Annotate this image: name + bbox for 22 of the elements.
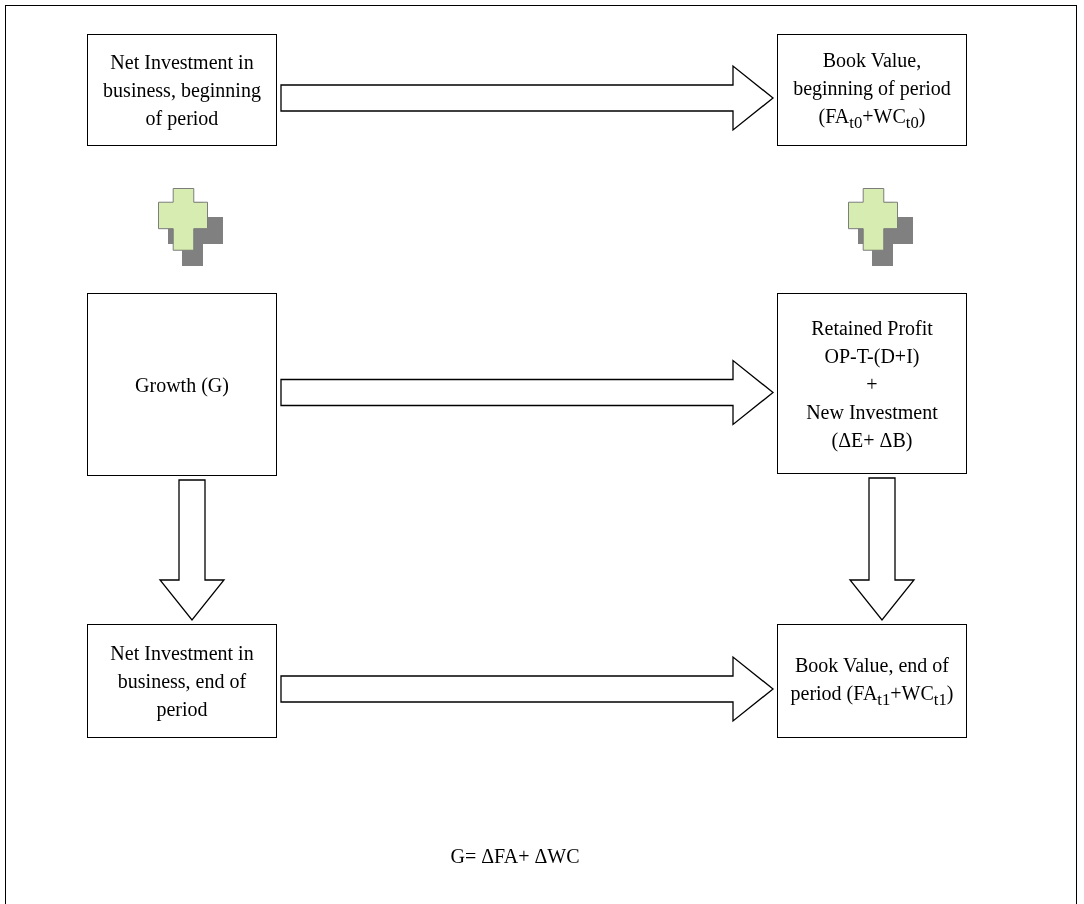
block-arrow bbox=[280, 359, 775, 426]
process-box bbox=[87, 624, 277, 738]
box-text: (ΔE+ ΔB) bbox=[831, 427, 913, 454]
block-arrow bbox=[280, 655, 775, 723]
block-arrow bbox=[848, 477, 916, 622]
box-text: Net Investment in business, end of period bbox=[109, 641, 255, 723]
box-text: Book Value, end of period (FA$_{t1}$+WC$_{t1}$) bbox=[789, 652, 955, 711]
formula-text: G= ΔFA+ ΔWC bbox=[450, 845, 580, 868]
box-text: Net Investment in business, beginning of period bbox=[102, 50, 262, 132]
box-text: Retained Profit bbox=[811, 315, 933, 341]
process-box bbox=[87, 34, 277, 146]
box-text: + bbox=[866, 371, 878, 397]
box-text: New Investment bbox=[806, 399, 938, 425]
block-arrow bbox=[280, 64, 775, 132]
process-box bbox=[777, 624, 967, 738]
process-box bbox=[777, 293, 967, 474]
process-box bbox=[777, 34, 967, 146]
block-arrow bbox=[158, 479, 226, 622]
box-text: Book Value, beginning of period (FA$_{t0}$+WC$_{t0}$) bbox=[792, 47, 952, 134]
process-box bbox=[87, 293, 277, 476]
box-text: OP-T-(D+I) bbox=[824, 343, 920, 370]
box-text: Growth (G) bbox=[135, 372, 229, 399]
